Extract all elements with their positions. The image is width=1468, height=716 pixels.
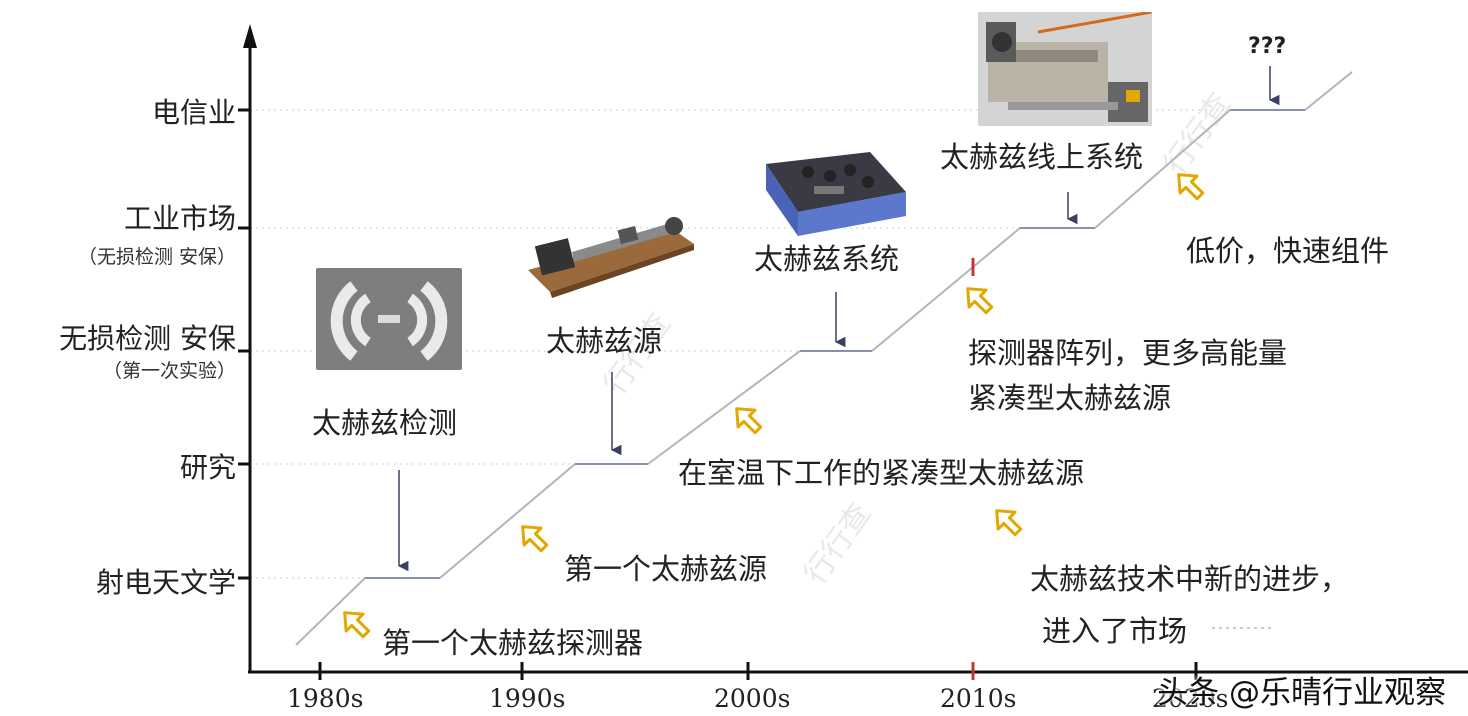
milestone-system-label: 太赫兹系统: [754, 242, 900, 276]
annotation-new-progress-line2: 进入了市场: [1042, 614, 1188, 648]
y-level-sublabel: （第一次实验）: [102, 360, 236, 382]
x-ticks: [318, 662, 1198, 680]
y-level-label: 工业市场: [123, 202, 236, 235]
milestone-unknown-label: ???: [1248, 34, 1287, 59]
progress-arrow-icon: [995, 509, 1023, 537]
y-level-label: 射电天文学: [95, 566, 236, 599]
progress-arrow-icon: [521, 525, 549, 553]
progress-arrow-icon: [343, 611, 371, 639]
pointer-arrows: [397, 66, 1280, 572]
y-level-label: 研究: [179, 451, 236, 484]
thz-source-photo: [524, 200, 698, 300]
progress-arrow-icon: [735, 407, 763, 435]
milestone-online-system-label: 太赫兹线上系统: [940, 140, 1144, 174]
x-tick-label: 1980s: [287, 684, 364, 713]
milestone-source-label: 太赫兹源: [546, 324, 663, 358]
annotation-new-progress-line1: 太赫兹技术中新的进步，: [1030, 562, 1350, 596]
annotation-room-temp-source: 在室温下工作的紧凑型太赫兹源: [678, 456, 1085, 490]
x-tick-label: 2020s: [1152, 684, 1229, 713]
y-level-label: 电信业: [151, 96, 236, 129]
annotation-low-cost: 低价，快速组件: [1186, 234, 1390, 268]
x-tick-label: 2000s: [714, 684, 791, 713]
y-level-sublabel: （无损检测 安保）: [77, 246, 236, 268]
x-tick-label: 2010s: [940, 684, 1017, 713]
milestone-detection-label: 太赫兹检测: [312, 406, 458, 440]
annotation-first-source: 第一个太赫兹源: [564, 552, 768, 586]
y-axis-arrowhead: [243, 24, 257, 48]
source-credit: 头条 @乐晴行业观察: [1157, 675, 1446, 711]
thz-detection-photo: [316, 268, 462, 370]
annotation-first-detector: 第一个太赫兹探测器: [382, 626, 644, 660]
y-level-label: 无损检测 安保: [59, 322, 236, 355]
thz-online-system-photo: [978, 12, 1152, 126]
progress-step-line: [295, 71, 1353, 646]
annotation-detector-array-line1: 探测器阵列，更多高能量: [968, 336, 1288, 370]
x-tick-label: 1990s: [489, 684, 566, 713]
progress-arrows: [343, 173, 1205, 639]
progress-arrow-icon: [966, 287, 994, 315]
annotation-detector-array-line2: 紧凑型太赫兹源: [968, 381, 1172, 415]
thz-system-photo: [758, 150, 908, 238]
progress-arrow-icon: [1177, 173, 1205, 201]
y-ticks: [238, 108, 250, 580]
